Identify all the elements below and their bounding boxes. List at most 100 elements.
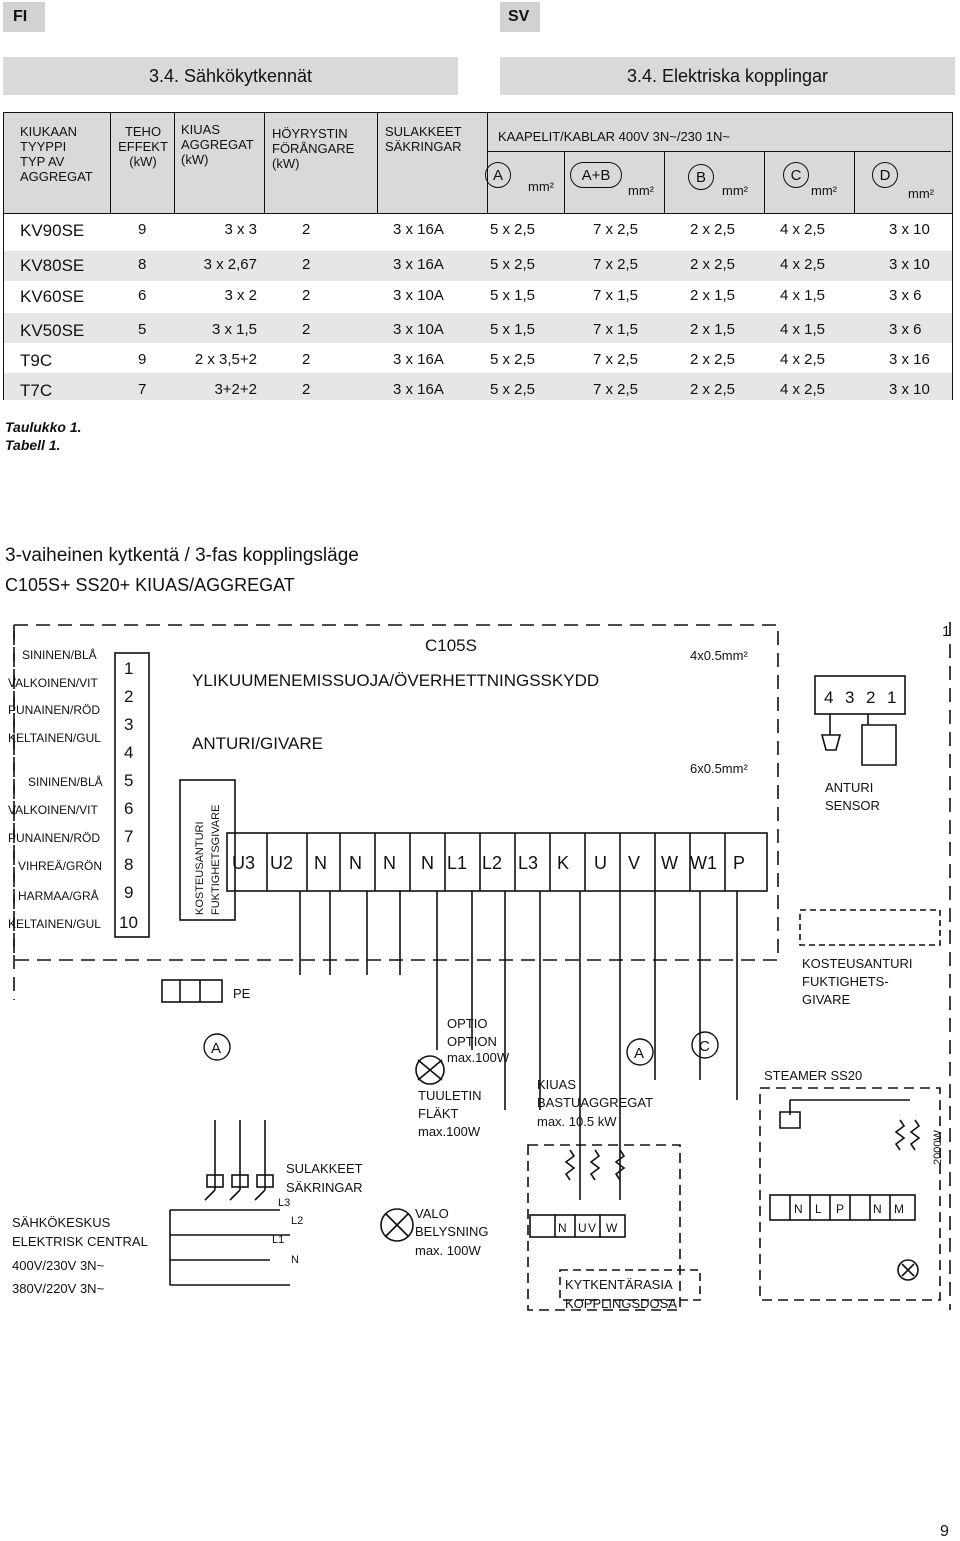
humidity-block-3: GIVARE [802, 992, 850, 1007]
central-2: ELEKTRISK CENTRAL [12, 1234, 148, 1249]
unit-label: mm² [811, 183, 837, 198]
table-cell-steamer: 2 [302, 381, 311, 398]
page-number: 9 [940, 1523, 949, 1540]
unit-label: mm² [628, 183, 654, 198]
steamer-terminal-block [769, 1194, 916, 1221]
junction-2: KOPPLINGSDOSA [565, 1296, 677, 1311]
unit-label: mm² [528, 179, 554, 194]
cable-4x: 4x0.5mm² [690, 648, 748, 663]
controller-enclosure [13, 624, 779, 961]
steamer-term: N [794, 1202, 803, 1216]
overheat-label: YLIKUUMENEMISSUOJA/ÖVERHETTNINGSSKYDD [192, 671, 599, 690]
table-cell-d: 3 x 10 [889, 381, 930, 398]
steamer-term: L [815, 1202, 822, 1216]
table-cell-steamer: 2 [302, 287, 311, 304]
cable-6x: 6x0.5mm² [690, 761, 748, 776]
terminal-label: P [733, 853, 745, 873]
unit-label: mm² [908, 186, 934, 201]
table-cell-b: 2 x 2,5 [690, 221, 736, 238]
table-cell-c: 4 x 2,5 [780, 381, 826, 398]
terminal-label: N [314, 853, 327, 873]
wire-label-5: SININEN/BLÅ [28, 774, 103, 789]
wire-label-2: VALKOINEN/VIT [8, 676, 98, 690]
steamer-term: M [894, 1202, 904, 1216]
cable-col-a: A [485, 162, 511, 188]
table-cell-fuse: 3 x 10A [393, 287, 444, 304]
col-divider [264, 113, 265, 213]
phase-l1: L1 [272, 1234, 284, 1246]
table-cell-ab: 7 x 2,5 [593, 256, 639, 273]
table-cell-steamer: 2 [302, 256, 311, 273]
option-2: OPTION [447, 1034, 497, 1049]
terminal-label: L2 [482, 853, 502, 873]
humidity-block-2: FUKTIGHETS- [802, 974, 889, 989]
phase-l3: L3 [278, 1197, 290, 1209]
table-cell-heater: 3 x 2,67 [203, 256, 257, 273]
wiring-diagram: SININEN/BLÅ VALKOINEN/VIT PUNAINEN/RÖD K… [8, 622, 951, 1311]
heater-term: W [606, 1221, 618, 1235]
table-cell-power: 5 [138, 321, 147, 338]
light-3: max. 100W [415, 1243, 481, 1258]
central-3: 400V/230V 3N~ [12, 1258, 105, 1273]
table-cell-heater: 3 x 3 [224, 221, 257, 238]
light-1: VALO [415, 1206, 449, 1221]
table-cell-fuse: 3 x 16A [393, 351, 444, 368]
table-cell-model: KV80SE [20, 256, 85, 275]
wire-num-9: 9 [124, 883, 133, 902]
steamer-label: STEAMER SS20 [764, 1068, 862, 1083]
junction-1: KYTKENTÄRASIA [565, 1277, 673, 1292]
sensor-pin: 1 [887, 688, 896, 707]
humidity-vertical-1: KOSTEUSANTURI [194, 821, 206, 915]
table-cell-model: T7C [20, 381, 53, 400]
heater-1: KIUAS [537, 1077, 576, 1092]
wire-num-10: 10 [119, 913, 138, 932]
sensor-pin: 4 [824, 688, 833, 707]
table-cell-ab: 7 x 2,5 [593, 221, 639, 238]
fuses-2: SÄKRINGAR [286, 1180, 363, 1195]
terminal-label: U3 [232, 853, 255, 873]
heater-term: N [558, 1221, 567, 1235]
table-cell-power: 6 [138, 287, 147, 304]
col-divider [487, 113, 488, 213]
wire-num-7: 7 [124, 827, 133, 846]
humidity-sensor-block [179, 779, 236, 921]
table-cell-d: 3 x 10 [889, 221, 930, 238]
table-cell-model: T9C [20, 351, 53, 370]
table-cell-power: 8 [138, 256, 147, 273]
table-cell-heater: 3+2+2 [214, 381, 257, 398]
terminal-block [226, 832, 768, 892]
steamer-term: N [873, 1202, 882, 1216]
col-divider [377, 113, 378, 213]
heater-term: U [578, 1221, 587, 1235]
steamer-relay [779, 1099, 910, 1129]
wire-number-block [114, 652, 150, 938]
col-divider [110, 113, 111, 213]
sensor-label: ANTURI/GIVARE [192, 734, 323, 753]
col-divider [564, 151, 565, 213]
section-title-fi: 3.4. Sähkökytkennät [3, 57, 458, 95]
section-title-sv: 3.4. Elektriska kopplingar [500, 57, 955, 95]
table-cell-c: 4 x 1,5 [780, 287, 826, 304]
cable-subheader-line [487, 151, 951, 152]
table-cell-d: 3 x 10 [889, 256, 930, 273]
language-tab-sv: SV [500, 2, 540, 32]
table-cell-a: 5 x 2,5 [490, 381, 536, 398]
col-divider [664, 151, 665, 213]
language-tab-fi: FI [3, 2, 45, 32]
col-divider [764, 151, 765, 213]
sensor-pin: 3 [845, 688, 854, 707]
light-symbol [380, 1208, 414, 1242]
steamer-power: 2000W [932, 1130, 944, 1165]
sensor-text: SENSOR [825, 798, 880, 813]
wire-label-3: PUNAINEN/RÖD [8, 703, 100, 717]
fan-3: max.100W [418, 1124, 481, 1139]
phase-l2: L2 [291, 1215, 303, 1227]
table-cell-c: 4 x 2,5 [780, 221, 826, 238]
table-cell-fuse: 3 x 16A [393, 381, 444, 398]
terminal-label: V [628, 853, 640, 873]
table-cell-power: 9 [138, 351, 147, 368]
wire-num-6: 6 [124, 799, 133, 818]
